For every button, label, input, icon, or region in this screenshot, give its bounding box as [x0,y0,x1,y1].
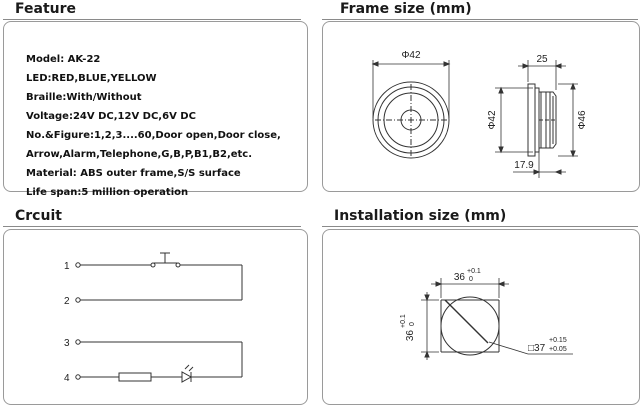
right-dia-label: Φ46 [577,110,588,130]
feature-figures-cont: Arrow,Alarm,Telephone,G,B,P,B1,B2,etc. [26,149,253,160]
feature-panel: Model: AK-22 LED:RED,BLUE,YELLOW Braille… [3,21,308,198]
feature-braille: Braille:With/Without [26,92,142,103]
bottom-width-label: 17.9 [514,160,534,171]
feature-lifespan: Life span:5 million operation [26,187,189,198]
feature-led: LED:RED,BLUE,YELLOW [26,73,157,84]
feature-material: Material: ABS outer frame,S/S surface [26,168,241,179]
left-dia-label: Φ42 [487,110,498,130]
install-width-tol-zero: 0 [469,276,473,283]
front-dia-label: Φ42 [401,50,421,61]
circuit-drawing: 1 2 3 4 [64,252,243,384]
feature-voltage: Voltage:24V DC,12V DC,6V DC [26,111,196,122]
install-width-label: 36 [454,272,466,283]
install-square-tol-minus: +0.05 [549,346,567,353]
feature-title: Feature [15,1,76,17]
install-height-label: 36 [405,330,416,342]
install-square-label: □37 [528,343,546,354]
frame-size-title: Frame size (mm) [340,1,472,17]
pin-4-label: 4 [64,373,70,384]
install-width-tol-plus: +0.1 [467,268,481,275]
circuit-title: Crcuit [15,208,62,224]
pin-3-label: 3 [64,338,70,349]
top-width-label: 25 [536,54,548,65]
frame-size-underline [322,19,638,20]
pin-2-label: 2 [64,296,70,307]
feature-figures: No.&Figure:1,2,3....60,Door open,Door cl… [26,130,281,141]
frame-drawing: Φ42 [371,50,588,178]
frame-size-panel: Φ42 [322,21,640,192]
install-square-tol-plus: +0.15 [549,337,567,344]
feature-underline [3,19,301,20]
mounting-hole [440,296,500,356]
resistor [118,372,152,382]
install-height-tol-plus: +0.1 [400,314,407,328]
pin-4-terminal [75,374,81,380]
feature-model: Model: AK-22 [26,54,101,65]
circuit-panel: 1 2 3 4 [3,229,308,405]
installation-underline [322,226,638,227]
circuit-underline [3,226,301,227]
feature-list: Model: AK-22 LED:RED,BLUE,YELLOW Braille… [26,50,281,202]
pin-1-terminal [75,262,81,268]
installation-drawing: 36 +0.1 0 36 +0.1 0 □37 +0.15 +0.05 [400,268,573,360]
pin-3-terminal [75,339,81,345]
front-view [371,60,451,159]
install-height-tol-zero: 0 [409,322,416,326]
pin-1-label: 1 [64,261,70,272]
side-view [495,60,578,178]
led-diode [181,364,194,383]
installation-panel: 36 +0.1 0 36 +0.1 0 □37 +0.15 +0.05 [322,229,640,405]
installation-title: Installation size (mm) [334,208,507,224]
pin-2-terminal [75,297,81,303]
